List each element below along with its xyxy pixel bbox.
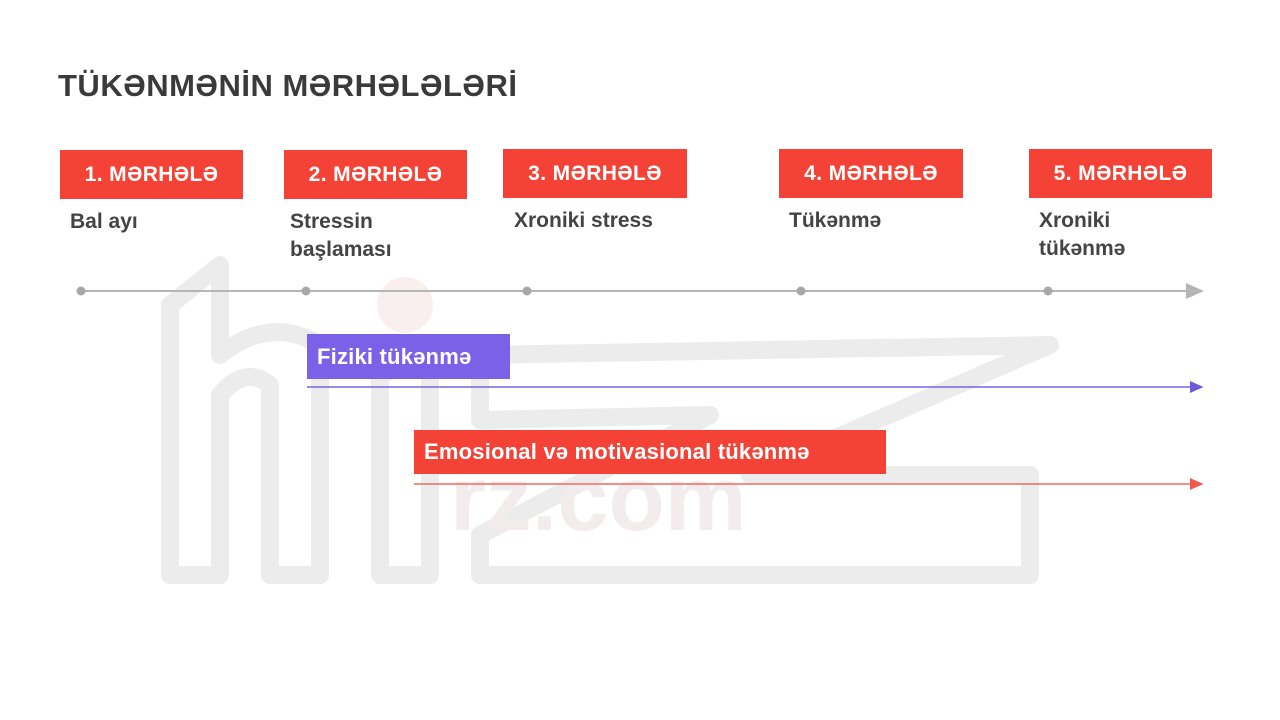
timeline-dot-4 (796, 286, 806, 296)
timeline-dot-2 (301, 286, 311, 296)
page-title: TÜKƏNMƏNİN MƏRHƏLƏLƏRİ (58, 68, 518, 103)
stage-1-label: 1. MƏRHƏLƏ (60, 150, 243, 199)
stage-5-label: 5. MƏRHƏLƏ (1029, 149, 1212, 198)
stage-3-desc: Xroniki stress (514, 209, 653, 232)
physical-exhaustion-label: Fiziki tükənmə (307, 334, 510, 379)
stage-2-label: 2. MƏRHƏLƏ (284, 150, 467, 199)
timeline-dot-3 (522, 286, 532, 296)
emotional-exhaustion-label: Emosional və motivasional tükənmə (414, 430, 886, 474)
stage-4-label: 4. MƏRHƏLƏ (779, 149, 963, 198)
stage-4-desc: Tükənmə (789, 209, 882, 232)
stage-1-desc: Bal ayı (70, 210, 138, 233)
timeline-dot-1 (76, 286, 86, 296)
stage-5-desc: Xroniki tükənmə (1039, 209, 1126, 260)
timeline-dot-5 (1043, 286, 1053, 296)
watermark-logo: rz.com (161, 256, 1059, 584)
stage-3-label: 3. MƏRHƏLƏ (503, 149, 687, 198)
stage-2-desc: Stressin başlaması (290, 210, 392, 261)
